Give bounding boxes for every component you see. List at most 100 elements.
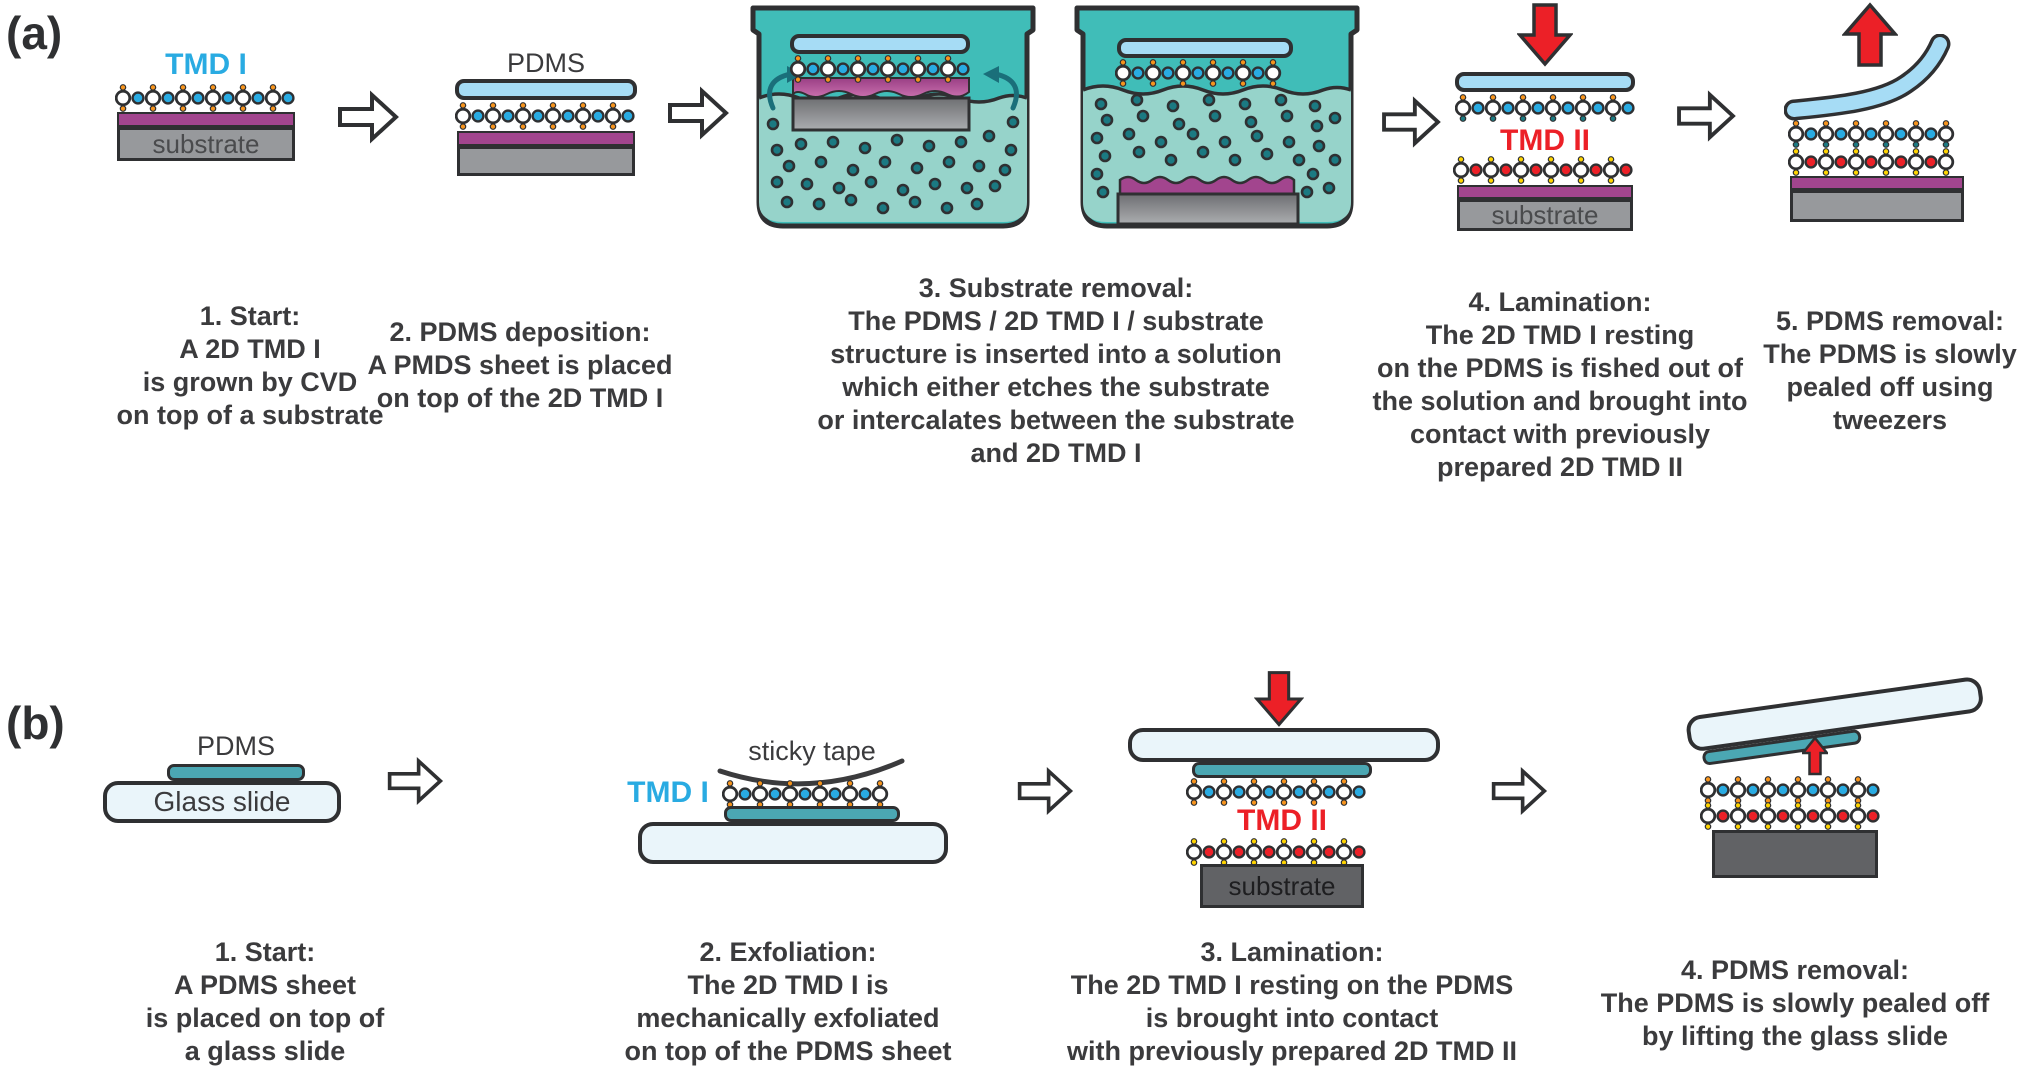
caption-line: The 2D TMD I resting: [1425, 320, 1695, 350]
step-arrow-icon: [1382, 96, 1441, 148]
caption-line: by lifting the glass slide: [1641, 1021, 1949, 1051]
step-arrow-icon: [338, 90, 399, 144]
caption-line: tweezers: [1832, 405, 1948, 435]
oxide-layer: [1457, 185, 1633, 199]
caption-line: The 2D TMD I is: [687, 970, 889, 1000]
step-arrow-icon: [1017, 766, 1074, 816]
tmd2-lattice: [1788, 148, 1966, 176]
substrate-box: substrate: [1457, 199, 1633, 231]
caption-line: 2. Exfoliation:: [699, 937, 877, 967]
lift-up-arrow-icon: [1842, 2, 1898, 67]
tmd1-lattice: [1788, 120, 1966, 148]
tmd1-lattice: [1700, 776, 1890, 804]
caption-line: The PDMS is slowly pealed off: [1600, 988, 1990, 1018]
caption-line: The 2D TMD I resting on the PDMS: [1070, 970, 1514, 1000]
dissolving-oxide-layer: [792, 77, 970, 98]
sticky-tape-icon: [717, 758, 905, 787]
caption-line: with previously prepared 2D TMD II: [1066, 1036, 1518, 1066]
lifted-glass-slide-group: [1678, 643, 1994, 788]
caption-line: The PDMS / 2D TMD I / substrate: [848, 306, 1264, 336]
substrate-box: substrate: [1200, 864, 1364, 908]
substrate-box: substrate: [117, 127, 295, 161]
oxide-layer: [1790, 176, 1964, 190]
sunken-oxide-layer: [1118, 175, 1296, 196]
beaker-released-icon: [1074, 5, 1360, 229]
caption-step-a3: 3. Substrate removal:The PDMS / 2D TMD I…: [817, 272, 1294, 470]
caption-line: 3. Substrate removal:: [918, 273, 1194, 303]
tmd1-lattice: [790, 55, 970, 83]
caption-line: prepared 2D TMD II: [1436, 452, 1684, 482]
caption-line: or intercalates between the substrate: [817, 405, 1295, 435]
pdms-sheet: [1192, 762, 1372, 778]
caption-line: 4. PDMS removal:: [1680, 955, 1910, 985]
lift-up-arrow-icon: [1802, 736, 1828, 776]
tmd2-label: TMD II: [1237, 804, 1327, 837]
caption-line: is grown by CVD: [142, 367, 358, 397]
caption-line: is brought into contact: [1145, 1003, 1439, 1033]
press-down-arrow-icon: [1254, 671, 1304, 727]
pdms-sheet: [790, 34, 970, 54]
caption-line: 4. Lamination:: [1468, 287, 1652, 317]
caption-line: a glass slide: [184, 1036, 346, 1066]
intercalation-arrow-icon: [992, 71, 1019, 111]
panel-a-label: (a): [6, 7, 63, 59]
caption-line: on top of the PDMS sheet: [624, 1036, 952, 1066]
tmd1-label: TMD I: [165, 48, 247, 81]
caption-step-b4: 4. PDMS removal:The PDMS is slowly peale…: [1601, 954, 1990, 1053]
peeling-pdms-icon: [1784, 34, 1951, 121]
tmd2-lattice: [1700, 802, 1890, 830]
step-arrow-icon: [1491, 766, 1548, 816]
caption-line: contact with previously: [1409, 419, 1711, 449]
caption-line: 5. PDMS removal:: [1775, 306, 2005, 336]
caption-line: 1. Start:: [214, 937, 316, 967]
caption-line: on top of the 2D TMD I: [376, 383, 664, 413]
press-down-arrow-icon: [1517, 3, 1573, 67]
caption-line: structure is inserted into a solution: [830, 339, 1282, 369]
caption-line: 1. Start:: [199, 301, 301, 331]
caption-line: is placed on top of: [145, 1003, 385, 1033]
caption-line: on top of a substrate: [116, 400, 384, 430]
tmd2-lattice: [1186, 838, 1378, 866]
substrate-box: [457, 146, 635, 176]
step-arrow-icon: [1677, 90, 1736, 142]
pdms-sheet: [1455, 72, 1635, 92]
caption-line: and 2D TMD I: [970, 438, 1142, 468]
caption-line: The PDMS is slowly: [1763, 339, 2017, 369]
pdms-label: PDMS: [506, 48, 586, 78]
tmd1-lattice: [1186, 778, 1378, 806]
tmd1-lattice: [722, 780, 900, 808]
substrate-box: [1790, 190, 1964, 222]
pdms-sheet: [167, 764, 305, 781]
sunken-substrate: [1116, 192, 1300, 226]
caption-line: A 2D TMD I: [179, 334, 321, 364]
tmd1-lattice: [115, 84, 297, 112]
caption-line: A PMDS sheet is placed: [367, 350, 673, 380]
caption-line: 2. PDMS deposition:: [389, 317, 651, 347]
sticky-tape-label: sticky tape: [748, 736, 876, 766]
pdms-sheet: [455, 79, 637, 100]
glass-slide-label: Glass slide: [153, 786, 291, 817]
oxide-layer: [117, 112, 295, 127]
substrate-box: [1712, 830, 1878, 878]
caption-line: on the PDMS is fished out of: [1377, 353, 1743, 383]
glass-slide: [638, 822, 948, 864]
substrate-label: substrate: [1228, 870, 1336, 901]
tmd2-label: TMD II: [1500, 124, 1590, 157]
tmd1-lattice: [1455, 94, 1635, 122]
glass-slide: [1128, 728, 1440, 762]
pdms-sheet: [1117, 38, 1293, 58]
tmd1-lattice: [1115, 59, 1293, 87]
panel-b-label: (b): [6, 697, 65, 749]
submerged-substrate: [791, 96, 971, 132]
pdms-sheet: [724, 806, 900, 822]
caption-line: the solution and brought into: [1372, 386, 1748, 416]
caption-line: pealed off using: [1786, 372, 1994, 402]
pdms-label: PDMS: [196, 731, 276, 761]
caption-line: A PDMS sheet: [173, 970, 357, 1000]
